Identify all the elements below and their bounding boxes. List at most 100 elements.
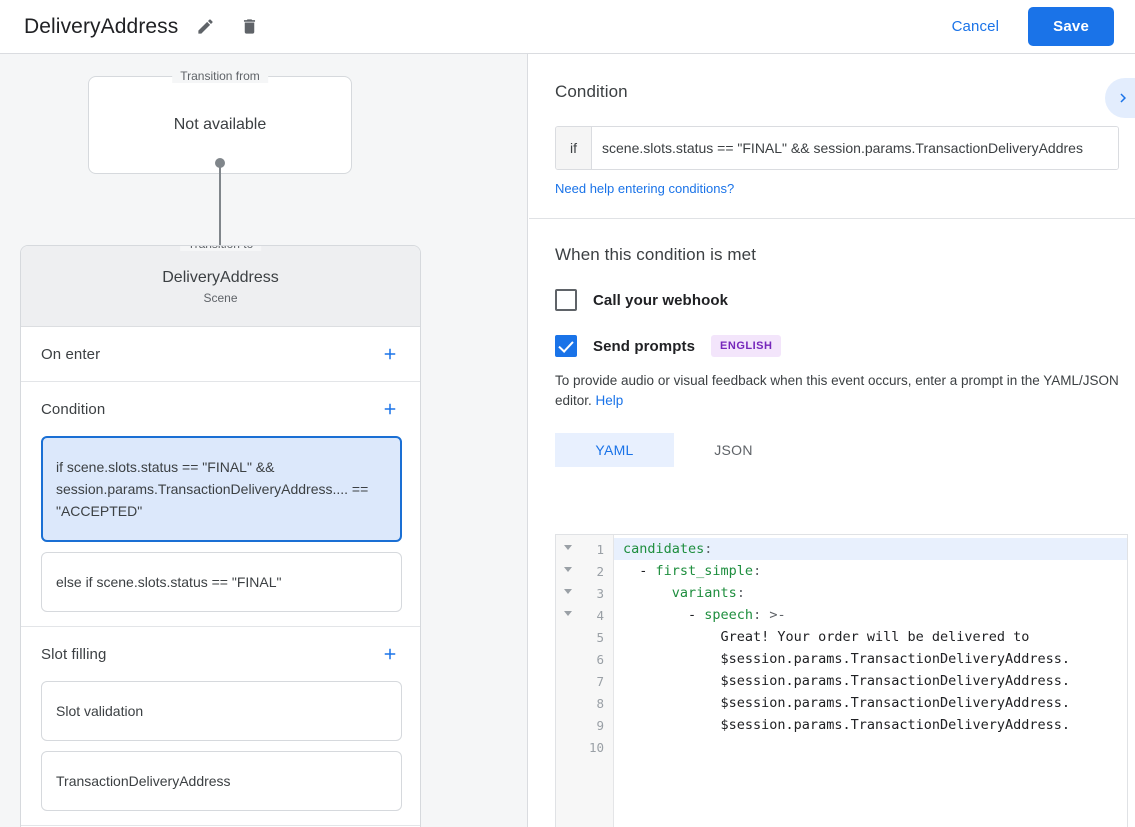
line-number: 7 (596, 673, 604, 689)
code-line[interactable]: $session.params.TransactionDeliveryAddre… (614, 714, 1127, 736)
list-item[interactable]: else if scene.slots.status == "FINAL" (41, 552, 402, 612)
trash-icon-glyph (243, 19, 255, 34)
code-line[interactable]: variants: (614, 582, 1127, 604)
code-token: variants (671, 585, 737, 601)
gutter-line: 2 (556, 560, 613, 582)
section-body-condition: if scene.slots.status == "FINAL" && sess… (21, 436, 420, 626)
gutter-line: 7 (556, 670, 613, 692)
cancel-button[interactable]: Cancel (939, 9, 1013, 44)
app-header: DeliveryAddress Cancel Save (0, 0, 1135, 54)
fold-arrow-icon[interactable] (564, 567, 572, 572)
section-title-condition: Condition (41, 400, 106, 418)
transition-to-header: Transition to DeliveryAddress Scene (21, 246, 420, 327)
section-title-on-enter: On enter (41, 345, 101, 363)
gutter-line: 8 (556, 692, 613, 714)
code-line[interactable]: $session.params.TransactionDeliveryAddre… (614, 670, 1127, 692)
pencil-icon-glyph (198, 19, 213, 34)
chevron-right-icon[interactable] (1105, 78, 1135, 118)
code-token: : >- (753, 607, 786, 623)
prompt-help-link[interactable]: Help (595, 393, 624, 408)
tab-yaml[interactable]: YAML (555, 433, 674, 467)
add-condition-button[interactable] (378, 397, 402, 421)
when-condition-met-section: When this condition is met Call your web… (529, 219, 1135, 467)
editor-gutter: 1 2 3 4 5 6 7 8 9 10 (556, 535, 614, 827)
when-met-heading: When this condition is met (555, 245, 757, 264)
code-token: : (736, 585, 745, 601)
gutter-line: 9 (556, 714, 613, 736)
line-number: 3 (596, 585, 604, 601)
gutter-line: 3 (556, 582, 613, 604)
fold-arrow-icon[interactable] (564, 589, 572, 594)
code-line[interactable]: $session.params.TransactionDeliveryAddre… (614, 648, 1127, 670)
code-token: Great! Your order will be delivered to (623, 629, 1030, 645)
code-token: $session.params.TransactionDeliveryAddre… (623, 695, 1071, 711)
gutter-line: 10 (556, 736, 613, 758)
line-number: 8 (596, 695, 604, 711)
page-title: DeliveryAddress (24, 14, 179, 38)
condition-section: Condition if Need help entering conditio… (529, 54, 1135, 219)
plus-icon (384, 348, 396, 360)
line-number: 9 (596, 717, 604, 733)
condition-help-link[interactable]: Need help entering conditions? (555, 181, 735, 196)
code-line[interactable]: - speech: >- (614, 604, 1127, 626)
section-header-condition[interactable]: Condition (21, 382, 420, 436)
save-button[interactable]: Save (1028, 7, 1114, 46)
line-number: 5 (596, 629, 604, 645)
transition-to-card: Transition to DeliveryAddress Scene On e… (20, 245, 421, 827)
section-slot-filling: Slot filling Slot validation Transaction… (21, 627, 420, 826)
list-item[interactable]: if scene.slots.status == "FINAL" && sess… (41, 436, 402, 542)
line-number: 4 (596, 607, 604, 623)
gutter-line: 5 (556, 626, 613, 648)
plus-icon (384, 648, 396, 660)
condition-field: if (555, 126, 1119, 170)
call-webhook-checkbox[interactable] (555, 289, 577, 311)
code-line[interactable]: $session.params.TransactionDeliveryAddre… (614, 692, 1127, 714)
send-prompts-checkbox[interactable] (555, 335, 577, 357)
prompt-description-text: To provide audio or visual feedback when… (555, 373, 1119, 408)
webhook-row: Call your webhook (555, 289, 1117, 311)
code-line[interactable]: Great! Your order will be delivered to (614, 626, 1127, 648)
fold-arrow-icon[interactable] (564, 545, 572, 550)
line-number: 2 (596, 563, 604, 579)
code-token: speech (704, 607, 754, 623)
trash-icon[interactable] (232, 10, 266, 44)
right-panel: Condition if Need help entering conditio… (529, 54, 1135, 827)
section-header-slot-filling[interactable]: Slot filling (21, 627, 420, 681)
section-on-enter: On enter (21, 327, 420, 382)
section-header-on-enter[interactable]: On enter (21, 327, 420, 381)
code-token: : (704, 541, 713, 557)
pencil-icon[interactable] (188, 10, 222, 44)
prompt-description: To provide audio or visual feedback when… (555, 371, 1121, 411)
condition-input[interactable] (592, 127, 1118, 169)
code-line[interactable]: - first_simple: (614, 560, 1127, 582)
code-token: first_simple (655, 563, 754, 579)
transition-from-value: Not available (173, 116, 267, 133)
send-prompts-row: Send prompts ENGLISH (555, 335, 1117, 357)
line-number: 10 (588, 739, 604, 755)
line-number: 6 (596, 651, 604, 667)
code-line[interactable]: candidates: (614, 538, 1127, 560)
list-item[interactable]: TransactionDeliveryAddress (41, 751, 402, 811)
gutter-line: 4 (556, 604, 613, 626)
add-slot-filling-button[interactable] (378, 642, 402, 666)
section-title-slot-filling: Slot filling (41, 645, 107, 663)
header-actions: Cancel Save (939, 7, 1135, 46)
transition-to-name: DeliveryAddress (162, 269, 279, 286)
code-line[interactable] (614, 736, 1127, 758)
condition-if-label: if (556, 127, 592, 169)
call-webhook-label: Call your webhook (593, 291, 729, 309)
gutter-line: 6 (556, 648, 613, 670)
condition-heading: Condition (555, 82, 628, 101)
left-panel: Transition from Not available Transition… (0, 54, 528, 827)
transition-to-legend: Transition to (179, 246, 262, 251)
editor-code-area[interactable]: candidates: - first_simple: variants: - … (614, 535, 1127, 827)
list-item[interactable]: Slot validation (41, 681, 402, 741)
add-on-enter-button[interactable] (378, 342, 402, 366)
section-condition: Condition if scene.slots.status == "FINA… (21, 382, 420, 627)
code-token: - (623, 563, 656, 579)
language-badge: ENGLISH (711, 335, 782, 357)
line-number: 1 (596, 541, 604, 557)
tab-json[interactable]: JSON (714, 442, 753, 458)
fold-arrow-icon[interactable] (564, 611, 572, 616)
